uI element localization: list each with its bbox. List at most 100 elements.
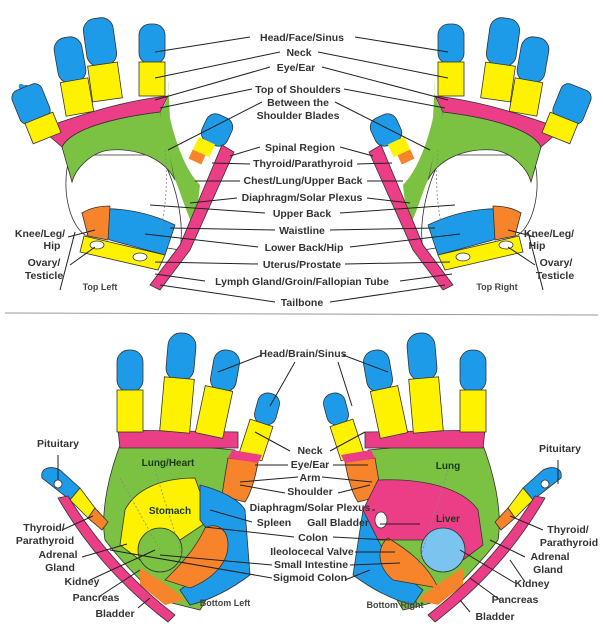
label-diaphragm-solar-plexus: Diaphragm/Solar Plexus	[250, 502, 371, 514]
zone-green-wrist	[160, 80, 200, 230]
zone-eye-ear	[228, 450, 262, 463]
zone-pancreas	[418, 568, 463, 605]
label-top-of-shoulders: Top of Shoulders	[255, 84, 341, 96]
ovary-spot	[132, 252, 148, 262]
zone-label-lung-heart: Lung/Heart	[142, 458, 195, 469]
label-pancreas-left: Pancreas	[73, 592, 120, 604]
label-ovary-left: Ovary/	[28, 257, 61, 269]
finger-index-tip	[437, 23, 465, 65]
zone-kidney	[420, 527, 466, 573]
finger-ring-tip	[406, 332, 438, 382]
label-hip-left: Hip	[44, 240, 61, 252]
finger-middle-tip	[82, 17, 118, 67]
zone-shoulders	[47, 95, 169, 148]
ovary-spot	[498, 240, 514, 250]
finger-middle-tip	[485, 17, 521, 67]
label-adrenal-right: Adrenal	[530, 551, 569, 563]
label-neck: Neck	[286, 47, 311, 59]
label-knee-leg-right: Knee/Leg/	[524, 228, 574, 240]
thumb-yellow	[192, 136, 216, 158]
finger-middle-mid	[369, 385, 409, 439]
finger-middle-mid	[480, 61, 516, 103]
label-colon: Colon	[298, 532, 328, 544]
finger-middle-mid	[87, 61, 123, 103]
label-eye-ear: Eye/Ear	[291, 459, 330, 471]
label-pituitary-left: Pituitary	[37, 438, 79, 450]
zone-label-lung: Lung	[436, 461, 460, 472]
label-knee-leg-left: Knee/Leg/	[15, 228, 65, 240]
zone-arm-shoulder	[221, 457, 259, 503]
finger-ring-mid	[159, 376, 195, 434]
finger-ring-mid	[59, 77, 95, 117]
label-bladder-right: Bladder	[475, 611, 514, 623]
top-left-hand	[11, 17, 235, 291]
finger-pinky-tip	[459, 349, 487, 393]
label-neck: Neck	[297, 445, 322, 457]
label-sigmoid-colon: Sigmoid Colon	[273, 572, 347, 584]
gall-bladder-spot	[374, 511, 388, 529]
bottom-right-hand	[323, 332, 562, 623]
dotted-guide	[119, 477, 161, 551]
label-waistline: Waistline	[279, 225, 325, 237]
top-labels: Head/Face/Sinus Neck Eye/Ear Top of Shou…	[15, 32, 574, 309]
label-ovary-right: Ovary/	[540, 257, 573, 269]
zone-pancreas	[140, 568, 185, 605]
label-adrenal-left: Adrenal	[38, 549, 77, 561]
label-gland-right: Gland	[533, 564, 563, 576]
zone-label-liver: Liver	[436, 514, 460, 525]
caption-bottom-right: Bottom Right	[367, 600, 424, 610]
zone-shoulders	[434, 95, 556, 148]
label-thyroid-parathyroid: Thyroid/Parathyroid	[253, 158, 353, 170]
label-shoulder-blades: Shoulder Blades	[257, 110, 340, 122]
zone-spine-edge	[57, 495, 176, 623]
zone-spine-edge	[427, 495, 546, 623]
dotted-guide	[417, 469, 449, 566]
top-leader-lines	[67, 36, 536, 303]
label-hip-right: Hip	[529, 240, 546, 252]
finger-ring-mid	[508, 77, 544, 117]
label-ileocecal-valve: Ileolocecal Valve	[270, 546, 354, 558]
wrist-line	[59, 231, 76, 291]
label-arm: Arm	[299, 472, 320, 484]
top-right-hand	[368, 17, 592, 291]
label-upper-back: Upper Back	[273, 208, 332, 220]
finger-ring-mid	[408, 376, 444, 434]
label-kidney-left: Kidney	[64, 576, 99, 588]
finger-pinky-mid	[541, 111, 579, 145]
thumb-yellow	[387, 136, 411, 158]
wrist-line	[527, 231, 544, 291]
label-testicle-left: Testicle	[25, 270, 63, 282]
thumb-orange	[87, 507, 109, 531]
label-chest-lung-upper-back: Chest/Lung/Upper Back	[243, 175, 362, 187]
ovary-spot	[455, 252, 471, 262]
finger-pinky-mid	[24, 111, 62, 145]
label-lymph-gland: Lymph Gland/Groin/Fallopian Tube	[215, 276, 389, 288]
label-gland-left: Gland	[45, 562, 75, 574]
label-between-the: Between the	[267, 97, 329, 109]
finger-index-mid	[437, 61, 465, 97]
label-small-intestine: Small Intestine	[274, 559, 348, 571]
finger-pinky-tip	[116, 349, 144, 393]
zone-label-stomach: Stomach	[149, 506, 191, 517]
finger-ring-tip	[165, 332, 197, 382]
label-diaphragm-solar-plexus: Diaphragm/Solar Plexus	[242, 192, 363, 204]
thumb-orange	[397, 149, 415, 165]
zone-eye-ear	[341, 450, 375, 463]
finger-ring-tip	[53, 36, 87, 84]
zone-arm-shoulder	[344, 457, 382, 503]
label-testicle-right: Testicle	[536, 270, 574, 282]
label-head-face-sinus: Head/Face/Sinus	[260, 32, 344, 44]
label-head-brain-sinus: Head/Brain/Sinus	[260, 348, 347, 360]
label-pituitary-right: Pituitary	[539, 443, 581, 455]
bottom-leader-lines	[57, 354, 559, 613]
label-kidney-right: Kidney	[514, 578, 549, 590]
thumb-orange	[494, 507, 516, 531]
label-lower-back-hip: Lower Back/Hip	[265, 242, 344, 254]
label-eye-ear: Eye/Ear	[277, 62, 316, 74]
panel-divider	[4, 312, 599, 316]
finger-ring-tip	[516, 36, 550, 84]
label-parathyroid-left: Parathyroid	[16, 535, 74, 547]
label-thyroid-left: Thyroid/	[23, 522, 64, 534]
label-tailbone: Tailbone	[281, 297, 324, 309]
label-gall-bladder: Gall Bladder	[307, 517, 369, 529]
